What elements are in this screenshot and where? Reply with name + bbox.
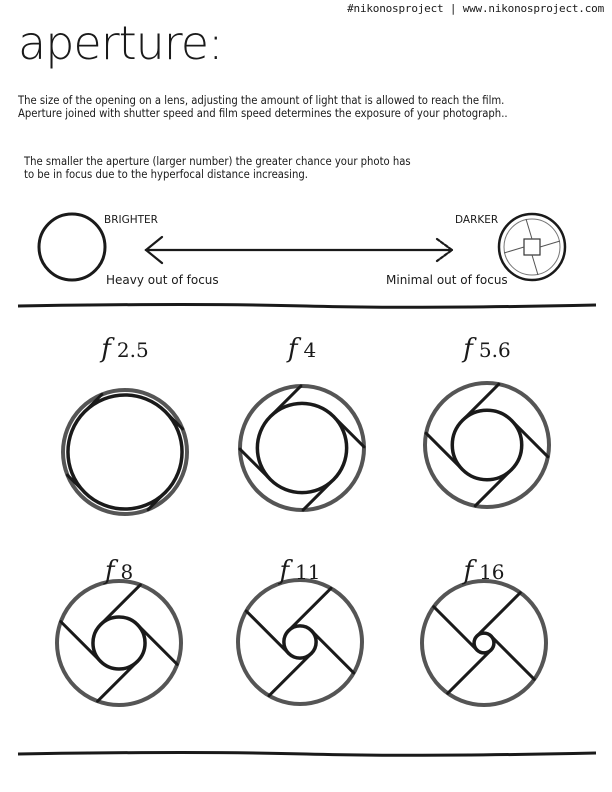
f-number: 5.6 [478, 338, 511, 362]
f-number: 8 [120, 560, 134, 584]
focus-note-line-1: The smaller the aperture (larger number)… [24, 155, 411, 168]
f-prefix: f [463, 556, 474, 586]
minimal-out-of-focus-caption: Minimal out of focus [386, 273, 508, 287]
page-title: aperture: [18, 16, 223, 70]
darker-label: DARKER [455, 214, 499, 226]
intro-paragraph: The size of the opening on a lens, adjus… [18, 94, 598, 120]
intro-line-1: The size of the opening on a lens, adjus… [18, 94, 505, 107]
header-site-link[interactable]: #nikonosproject | www.nikonosproject.com [347, 2, 604, 15]
focus-note-line-2: to be in focus due to the hyperfocal dis… [24, 168, 308, 181]
aperture-f5-6-icon [423, 381, 551, 509]
heavy-out-of-focus-caption: Heavy out of focus [106, 273, 219, 287]
brightness-arrow [144, 235, 454, 265]
f-prefix: f [104, 556, 115, 586]
top-divider [17, 303, 597, 309]
f-prefix: f [463, 334, 473, 364]
intro-line-2: Aperture joined with shutter speed and f… [18, 107, 508, 120]
aperture-f8-icon [55, 579, 183, 707]
f-prefix: f [101, 334, 111, 364]
f-prefix: f [279, 556, 290, 586]
focus-note: The smaller the aperture (larger number)… [24, 155, 484, 181]
f-number: 11 [295, 560, 321, 584]
aperture-f11-icon [236, 578, 364, 706]
aperture-f16-icon [420, 579, 548, 707]
bottom-divider [17, 751, 597, 757]
aperture-f4-icon [238, 384, 366, 512]
f-number: 2.5 [116, 338, 149, 362]
aperture-f2-5-icon [61, 388, 189, 516]
f-prefix: f [287, 334, 298, 364]
brighter-label: BRIGHTER [104, 214, 158, 226]
small-aperture-icon [497, 212, 567, 282]
f-number: 16 [479, 560, 505, 584]
wide-open-circle-icon [37, 212, 107, 282]
f-number: 4 [303, 338, 317, 362]
